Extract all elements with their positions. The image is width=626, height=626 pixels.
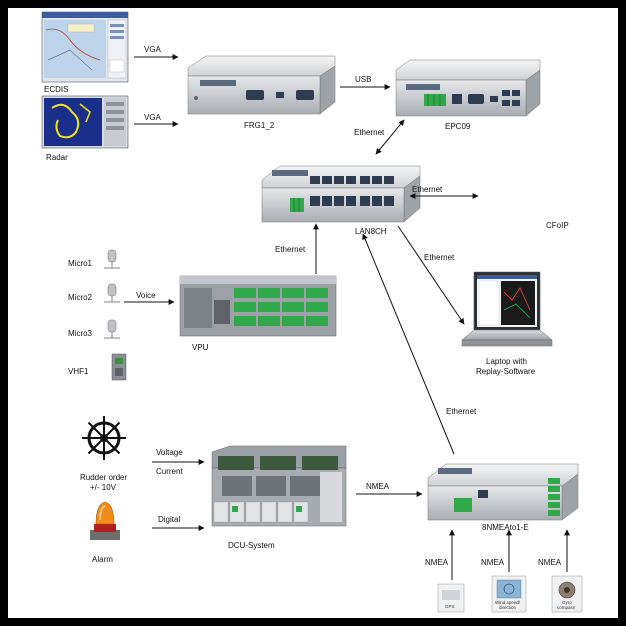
current-label: Current: [156, 467, 183, 476]
dcu-label: DCU-System: [228, 541, 275, 550]
eth-nmea-arrow: [362, 233, 455, 455]
eth-vpu-label: Ethernet: [275, 245, 306, 254]
vga2-label: VGA: [144, 113, 162, 122]
epc-device: [395, 59, 541, 117]
eth-laptop-arrow: [397, 225, 465, 325]
eth-epc-arrow: [375, 119, 405, 155]
alarm-icon: [90, 501, 120, 540]
rudder-label-line2: +/- 10V: [90, 483, 117, 492]
gps-label: GPS: [445, 604, 455, 609]
gyro-label-line1: Gyro: [562, 600, 572, 605]
radar-label: Radar: [46, 153, 68, 162]
vhf-label: VHF1: [68, 367, 89, 376]
eth-right-label: Ethernet: [412, 185, 443, 194]
connection-lines: [124, 54, 570, 580]
nmea-dcu-label: NMEA: [366, 482, 390, 491]
eth-epc-label: Ethernet: [354, 128, 385, 137]
cfoip-label: CFoIP: [546, 221, 569, 230]
epc-label: EPC09: [445, 122, 471, 131]
dcu-device: [211, 445, 347, 527]
lan-device: [261, 165, 421, 223]
vga1-label: VGA: [144, 45, 162, 54]
ecdis-label: ECDIS: [44, 85, 68, 94]
wind-label-line1: Wind speed/: [495, 600, 521, 605]
wind-label-line2: direction: [499, 605, 517, 610]
micro2-icon: [104, 283, 120, 303]
voltage-label: Voltage: [156, 448, 183, 457]
nmea-in3-label: NMEA: [538, 558, 562, 567]
nmea-in1-label: NMEA: [425, 558, 449, 567]
vpu-terminals: [234, 288, 328, 326]
lan-label: LAN8CH: [355, 227, 387, 236]
nmea-device: [427, 463, 579, 521]
nmea-in2-label: NMEA: [481, 558, 505, 567]
usb-label: USB: [355, 75, 371, 84]
vhf-icon: [111, 353, 127, 381]
gyro-compass-icon: Gyro compass: [551, 575, 583, 613]
ecdis-screen: [41, 11, 129, 83]
digital-label: Digital: [158, 515, 180, 524]
nmea-terminals: [548, 478, 560, 516]
laptop-label-line1: Laptop with: [486, 357, 527, 366]
voice-label: Voice: [136, 291, 156, 300]
frg-label: FRG1_2: [244, 121, 275, 130]
frg-device: [187, 55, 336, 115]
ship-wheel-icon: [82, 416, 126, 460]
eth-laptop-label: Ethernet: [424, 253, 455, 262]
micro3-icon: [104, 319, 120, 339]
dcu-terminals: [213, 501, 309, 523]
micro1-label: Micro1: [68, 259, 93, 268]
radar-screen: [41, 95, 129, 149]
rudder-label-line1: Rudder order: [80, 473, 127, 482]
gps-icon: GPS: [437, 583, 465, 613]
lan-ports: [310, 176, 394, 206]
micro1-icon: [104, 249, 120, 269]
laptop-label-line2: Replay-Software: [476, 367, 536, 376]
wind-sensor-icon: Wind speed/ direction: [491, 575, 527, 613]
micro3-label: Micro3: [68, 329, 93, 338]
micro2-label: Micro2: [68, 293, 93, 302]
alarm-label: Alarm: [92, 555, 113, 564]
eth-nmea-label: Ethernet: [446, 407, 477, 416]
gyro-label-line2: compass: [557, 605, 576, 610]
vpu-label: VPU: [192, 343, 209, 352]
laptop-icon: [461, 271, 553, 347]
vpu-device: [179, 275, 337, 337]
nmea-box-label: 8NMEAto1-E: [482, 523, 529, 532]
